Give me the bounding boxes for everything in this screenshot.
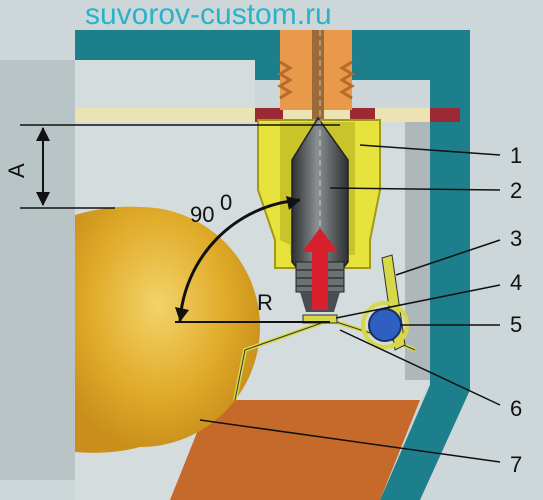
housing-top-right [350,30,470,60]
gasket-left [255,108,283,122]
housing-top-left [75,30,275,60]
angle-degree-mark: 0 [220,190,232,215]
float [75,206,260,453]
dimension-label: A [4,163,29,178]
thread-teeth [277,60,355,100]
watermark: suvorov-custom.ru [85,0,332,31]
upward-force-arrow [302,228,338,310]
angle-arc [178,198,301,323]
callout-7: 7 [510,452,522,477]
pivot-axle [368,308,402,342]
inner-wall [405,115,430,380]
gasket-far-right [430,108,460,122]
angle-label: 90 [190,202,214,227]
callout-3: 3 [510,226,522,251]
radius-label: R [257,290,273,315]
dimension-arrowhead-top [36,127,50,141]
dimension-arrowhead-bottom [36,192,50,206]
callout-6: 6 [510,396,522,421]
callout-2: 2 [510,178,522,203]
callout-5: 5 [510,312,522,337]
callout-4: 4 [510,270,522,295]
angle-arrowhead-top [286,196,300,210]
leader-lines [199,144,501,463]
fuel-passage [312,30,324,120]
gasket-strip [75,108,430,122]
gasket-right [350,108,375,122]
callout-1: 1 [510,143,522,168]
left-margin-panel [0,60,75,480]
angle-arrowhead-bottom [175,307,189,322]
